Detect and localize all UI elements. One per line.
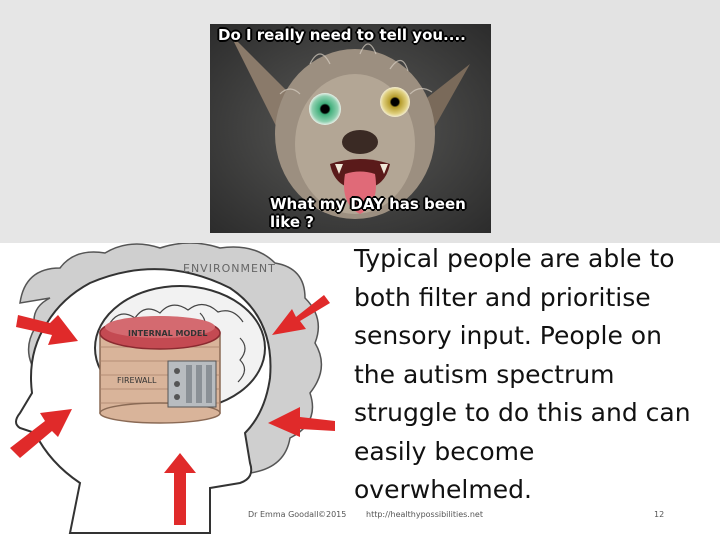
dog-face-picture [210, 24, 491, 233]
page-number: 12 [654, 510, 665, 519]
footer-url: http://healthypossibilities.net [366, 510, 483, 519]
sensory-input-arrows [10, 295, 335, 525]
environment-label: ENVIRONMENT [183, 262, 276, 275]
sensory-filter-diagram: ENVIRONMENT INTERNAL MODEL FIREWALL [0, 243, 340, 540]
firewall-label: FIREWALL [117, 376, 157, 385]
internal-model-label: INTERNAL MODEL [128, 329, 208, 338]
meme-photo: Do I really need to tell you.... What my… [210, 24, 491, 233]
footer-copyright: ©2015 [318, 510, 347, 519]
footer-author: Dr Emma Goodall [248, 510, 319, 519]
meme-top-caption: Do I really need to tell you.... [218, 26, 466, 44]
body-text: Typical people are able to both filter a… [354, 244, 691, 504]
head-brain-illustration: ENVIRONMENT INTERNAL MODEL FIREWALL [10, 243, 335, 534]
meme-bottom-caption: What my DAY has been like ? [270, 195, 466, 231]
